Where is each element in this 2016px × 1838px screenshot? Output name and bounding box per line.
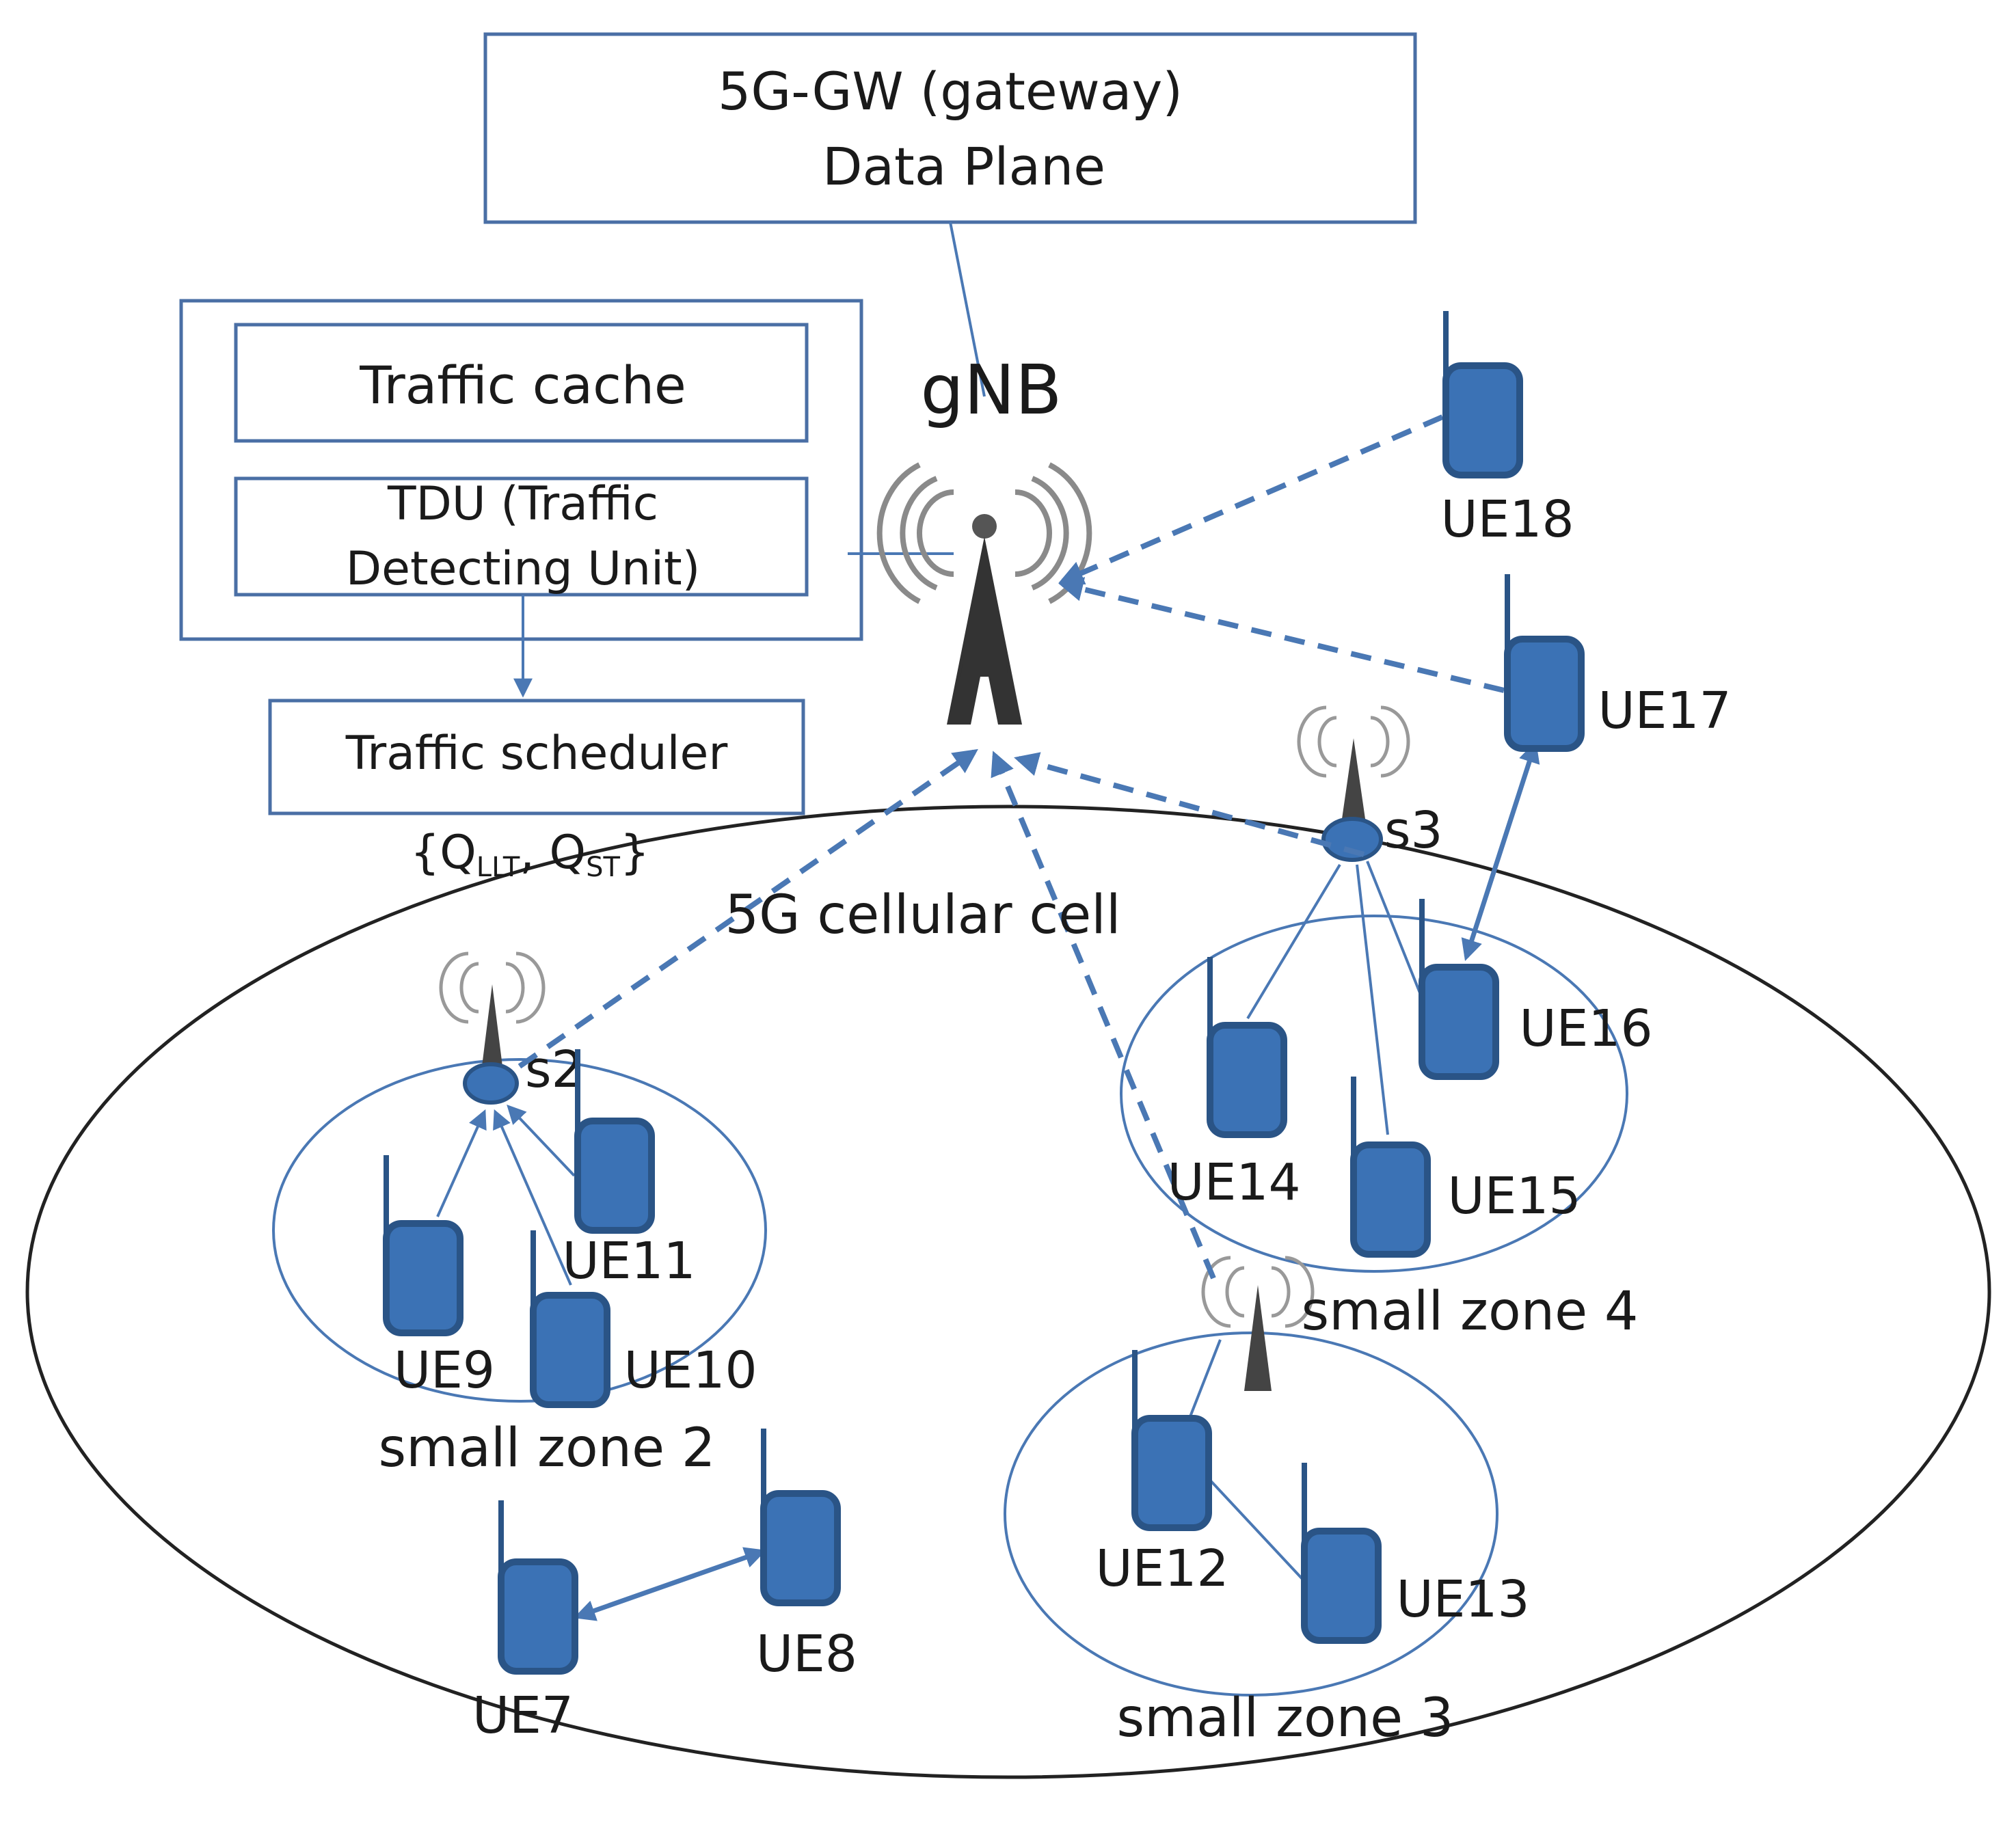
queue-set-label: {QLLT, QST} bbox=[410, 826, 649, 883]
ue17-label: UE17 bbox=[1598, 681, 1731, 740]
gnb-label: gNB bbox=[921, 350, 1062, 430]
ue16-ue17-link bbox=[1461, 741, 1540, 961]
cellular-cell-label: 5G cellular cell bbox=[725, 884, 1120, 946]
ue10-device-icon bbox=[530, 1230, 610, 1408]
ue10-label: UE10 bbox=[623, 1341, 757, 1400]
ue14-label: UE14 bbox=[1167, 1153, 1300, 1212]
ue8-device-icon bbox=[760, 1429, 841, 1606]
s2-to-gnb-link bbox=[518, 748, 978, 1069]
ue7-device-icon bbox=[498, 1500, 578, 1675]
ue18-to-gnb-link bbox=[1058, 414, 1444, 585]
gnb-tower-icon: gNB bbox=[876, 350, 1092, 725]
ue11-device-icon bbox=[574, 1049, 655, 1234]
ue14-to-s3-link bbox=[1246, 863, 1341, 1020]
ue18-label: UE18 bbox=[1440, 490, 1574, 549]
small-zone-3-boundary bbox=[1004, 1332, 1498, 1697]
ue9-label: UE9 bbox=[394, 1341, 495, 1400]
gw-to-gnb-link bbox=[949, 221, 986, 397]
small-zone-2-boundary bbox=[272, 1058, 767, 1403]
s3-label: s3 bbox=[1384, 801, 1443, 860]
ue13-device-icon bbox=[1301, 1463, 1382, 1644]
ue7-ue8-link bbox=[574, 1547, 766, 1621]
ue9-to-s2-link bbox=[436, 1109, 487, 1217]
ue17-to-gnb-link bbox=[1058, 577, 1505, 693]
ue15-device-icon bbox=[1350, 1077, 1431, 1258]
traffic-scheduler-label: Traffic scheduler bbox=[345, 727, 728, 781]
zone3-to-gnb-link bbox=[991, 751, 1216, 1280]
ue16-label: UE16 bbox=[1519, 999, 1652, 1058]
ue8-label: UE8 bbox=[756, 1625, 857, 1684]
small-zone-3-label: small zone 3 bbox=[1116, 1688, 1453, 1749]
small-zone-2-label: small zone 2 bbox=[378, 1418, 715, 1479]
tdu-label-line2: Detecting Unit) bbox=[346, 542, 700, 596]
ue17-device-icon bbox=[1504, 574, 1585, 752]
ue12-label: UE12 bbox=[1095, 1539, 1228, 1598]
ue15-to-s3-link bbox=[1356, 864, 1389, 1135]
ue9-device-icon bbox=[383, 1155, 463, 1336]
ue13-label: UE13 bbox=[1396, 1570, 1529, 1629]
tdu-label-line1: TDU (Traffic bbox=[387, 477, 658, 531]
small-cell-zone3-icon bbox=[1201, 1256, 1315, 1391]
ue16-device-icon bbox=[1419, 899, 1499, 1080]
s2-label: s2 bbox=[525, 1040, 584, 1099]
gateway-subtitle: Data Plane bbox=[822, 136, 1105, 197]
ue14-device-icon bbox=[1207, 957, 1287, 1138]
ue16-to-s3-link bbox=[1366, 861, 1423, 999]
ue10-to-s2-link bbox=[493, 1109, 572, 1286]
ue7-label: UE7 bbox=[472, 1686, 574, 1745]
small-cell-s3-icon bbox=[1297, 705, 1410, 862]
ue15-label: UE15 bbox=[1447, 1167, 1581, 1226]
ue11-label: UE11 bbox=[562, 1232, 695, 1290]
ue11-to-s2-link bbox=[507, 1104, 576, 1177]
small-zone-4-boundary bbox=[1120, 915, 1628, 1273]
mec-block: Traffic cache TDU (Traffic Detecting Uni… bbox=[179, 299, 863, 883]
gateway-title: 5G-GW (gateway) bbox=[718, 61, 1183, 122]
ue18-device-icon bbox=[1442, 311, 1523, 478]
gateway-box: 5G-GW (gateway) Data Plane bbox=[483, 32, 1417, 224]
ue12-ue13-link bbox=[1205, 1475, 1304, 1580]
ue12-to-zone3-cell-link bbox=[1188, 1339, 1222, 1419]
small-cell-s2-icon bbox=[439, 951, 546, 1105]
small-zone-4-label: small zone 4 bbox=[1301, 1281, 1638, 1342]
s3-to-gnb-link bbox=[1014, 752, 1365, 857]
ue12-device-icon bbox=[1131, 1350, 1212, 1531]
cellular-cell-boundary bbox=[25, 805, 1991, 1779]
traffic-cache-label: Traffic cache bbox=[359, 355, 686, 416]
